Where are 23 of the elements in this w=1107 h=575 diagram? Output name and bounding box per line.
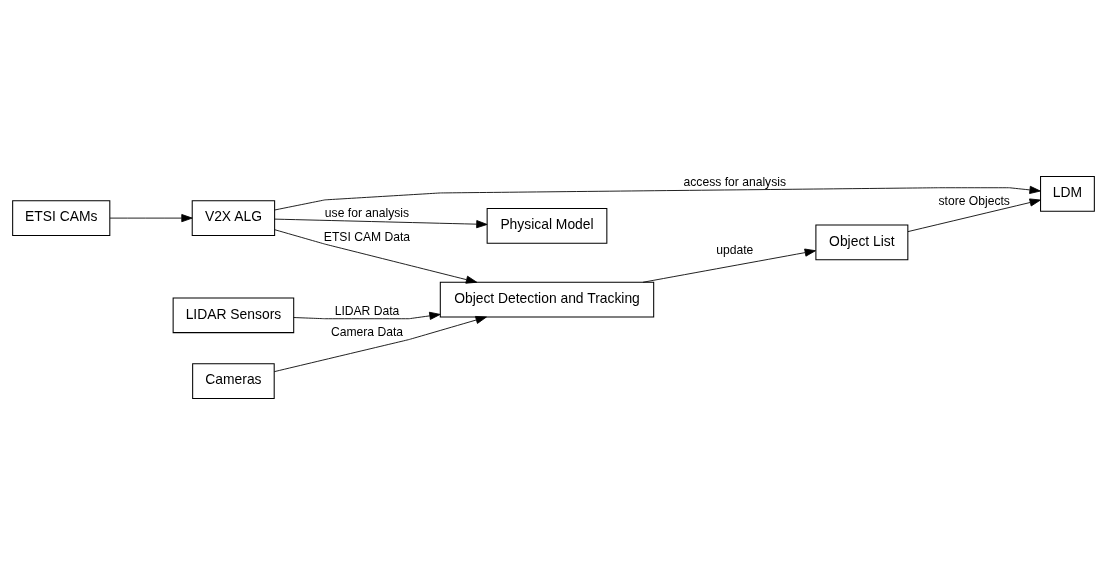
edge-label: use for analysis [324, 206, 410, 221]
node-box: V2X ALG [191, 200, 276, 236]
arrow [109, 214, 193, 223]
node-box: ETSI CAMs [12, 200, 111, 236]
node-box: Object List [815, 224, 909, 261]
node-box: Object Detection and Tracking [439, 281, 655, 318]
node-box: LIDAR Sensors [172, 297, 295, 334]
node-box: Physical Model [486, 208, 608, 244]
arrow [273, 316, 487, 373]
edge-label: LIDAR Data [334, 304, 400, 319]
edge-label: Camera Data [330, 325, 404, 340]
arrow [907, 198, 1041, 233]
node-box: Cameras [192, 363, 275, 400]
arrow [642, 248, 816, 283]
arrow [274, 185, 1041, 211]
node-box: LDM [1040, 175, 1095, 212]
edge-label: access for analysis [683, 175, 787, 190]
edge-label: ETSI CAM Data [323, 229, 411, 244]
arrow [293, 311, 441, 320]
arrow [274, 218, 488, 229]
edge-label: update [716, 242, 754, 257]
edge-label: store Objects [938, 194, 1010, 209]
arrow [274, 229, 478, 284]
